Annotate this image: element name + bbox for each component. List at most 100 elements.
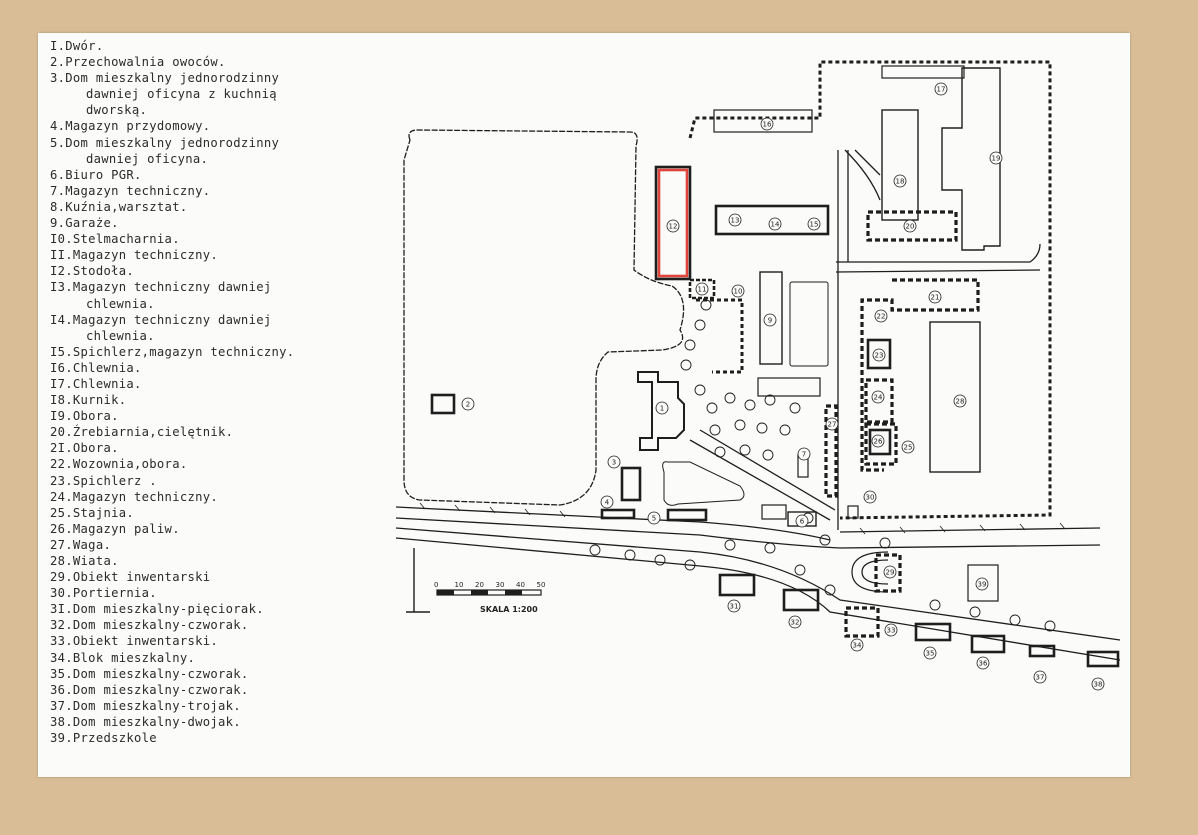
- building-label-33: 33: [884, 623, 898, 637]
- building-39: [967, 564, 999, 602]
- svg-text:12: 12: [669, 223, 678, 231]
- building-label-9: 9: [763, 313, 777, 327]
- buildings-solid: [430, 65, 1120, 668]
- building-label-7: 7: [797, 447, 811, 461]
- trees: [589, 299, 1056, 632]
- building-label-22: 22: [874, 309, 888, 323]
- legend-line: 24.Magazyn techniczny.: [50, 489, 219, 504]
- building-2: [430, 393, 456, 415]
- building-28b: [757, 377, 821, 397]
- building-label-20: 20: [903, 219, 917, 233]
- svg-text:1: 1: [660, 405, 664, 413]
- highlighted-building-12: [654, 165, 692, 281]
- svg-text:14: 14: [771, 221, 780, 229]
- svg-text:7: 7: [802, 451, 806, 459]
- building-label-39: 39: [975, 577, 989, 591]
- building-label-28: 28: [953, 394, 967, 408]
- legend-line: 22.Wozownia,obora.: [50, 457, 188, 472]
- buildings-dashed: [824, 210, 980, 638]
- legend-line: dawniej oficyna.: [86, 151, 209, 166]
- building-label-26: 26: [871, 434, 885, 448]
- building-3: [620, 466, 642, 502]
- building-label-12: 12: [666, 219, 680, 233]
- legend-line: I8.Kurnik.: [50, 393, 127, 408]
- building-label-17: 17: [934, 82, 948, 96]
- building-label-27: 27: [825, 417, 839, 431]
- legend-line: 7.Magazyn techniczny.: [50, 183, 211, 198]
- building-31: [718, 573, 756, 597]
- roads: [395, 149, 1121, 661]
- legend-line: I.Dwór.: [50, 39, 104, 53]
- legend-line: I7.Chlewnia.: [50, 376, 142, 391]
- scale-tick: 30: [496, 581, 505, 589]
- legend-line: 8.Kuźnia,warsztat.: [50, 199, 188, 214]
- legend-line: 23.Spichlerz .: [50, 473, 157, 488]
- svg-text:15: 15: [810, 221, 819, 229]
- svg-text:11: 11: [698, 286, 707, 294]
- legend-line: I9.Obora.: [50, 409, 119, 424]
- legend-line: 2.Przechowalnia owoców.: [50, 55, 226, 70]
- park-area: [403, 129, 685, 506]
- svg-text:29: 29: [886, 569, 895, 577]
- legend-line: 20.Źrebiarnia,cielętnik.: [50, 425, 234, 440]
- building-label-16: 16: [760, 117, 774, 131]
- building-label-5: 5: [647, 511, 661, 525]
- building-label-30: 30: [863, 490, 877, 504]
- legend-line: 37.Dom mieszkalny-trojak.: [50, 698, 241, 713]
- svg-text:21: 21: [931, 294, 940, 302]
- building-label-32: 32: [788, 615, 802, 629]
- svg-text:27: 27: [828, 421, 837, 429]
- legend-line: 32.Dom mieszkalny-czworak.: [50, 618, 249, 633]
- legend-line: 27.Waga.: [50, 537, 112, 552]
- svg-text:23: 23: [875, 352, 884, 360]
- svg-text:28: 28: [956, 398, 965, 406]
- legend-line: I2.Stodoła.: [50, 264, 135, 279]
- building-24: [864, 378, 894, 424]
- building-label-15: 15: [807, 217, 821, 231]
- legend-line: 3I.Dom mieszkalny-pięciorak.: [50, 602, 264, 617]
- svg-text:36: 36: [979, 660, 988, 668]
- building-23: [866, 338, 892, 370]
- svg-text:6: 6: [800, 518, 805, 526]
- svg-text:37: 37: [1036, 674, 1045, 682]
- legend-line: 29.Obiekt inwentarski: [50, 570, 211, 585]
- scale-tick: 10: [455, 581, 464, 589]
- scale-label: SKALA 1:200: [480, 605, 538, 614]
- legend-line: 34.Blok mieszkalny.: [50, 650, 196, 665]
- building-8: [761, 504, 787, 520]
- building-label-36: 36: [976, 656, 990, 670]
- building-36: [970, 634, 1006, 654]
- building-20: [866, 210, 958, 242]
- building-29: [874, 553, 902, 593]
- svg-text:33: 33: [887, 627, 896, 635]
- building-label-24: 24: [871, 390, 885, 404]
- scale-tick: 0: [434, 581, 438, 589]
- roundabout: [851, 551, 889, 593]
- svg-text:38: 38: [1094, 681, 1103, 689]
- svg-text:34: 34: [853, 642, 862, 650]
- building-label-37: 37: [1033, 670, 1047, 684]
- legend-line: I5.Spichlerz,magazyn techniczny.: [50, 344, 295, 359]
- legend-line: 5.Dom mieszkalny jednorodzinny: [50, 135, 280, 150]
- building-label-6: 6: [795, 514, 809, 528]
- building-4: [600, 508, 636, 520]
- building-label-31: 31: [727, 599, 741, 613]
- legend-line: chlewnia.: [86, 328, 155, 343]
- building-30: [847, 505, 859, 519]
- building-5: [666, 508, 708, 522]
- fence-line: [419, 502, 1066, 535]
- building-1: [637, 371, 685, 451]
- building-33: [844, 606, 880, 638]
- legend-line: 30.Portiernia.: [50, 586, 157, 601]
- legend-line: dworską.: [86, 103, 148, 118]
- svg-text:18: 18: [896, 178, 905, 186]
- building-label-14: 14: [768, 217, 782, 231]
- svg-text:5: 5: [652, 515, 656, 523]
- building-label-21: 21: [928, 290, 942, 304]
- svg-text:22: 22: [877, 313, 886, 321]
- legend-line: 38.Dom mieszkalny-dwojak.: [50, 714, 241, 729]
- building-25: [864, 422, 898, 466]
- legend-line: 36.Dom mieszkalny-czworak.: [50, 682, 249, 697]
